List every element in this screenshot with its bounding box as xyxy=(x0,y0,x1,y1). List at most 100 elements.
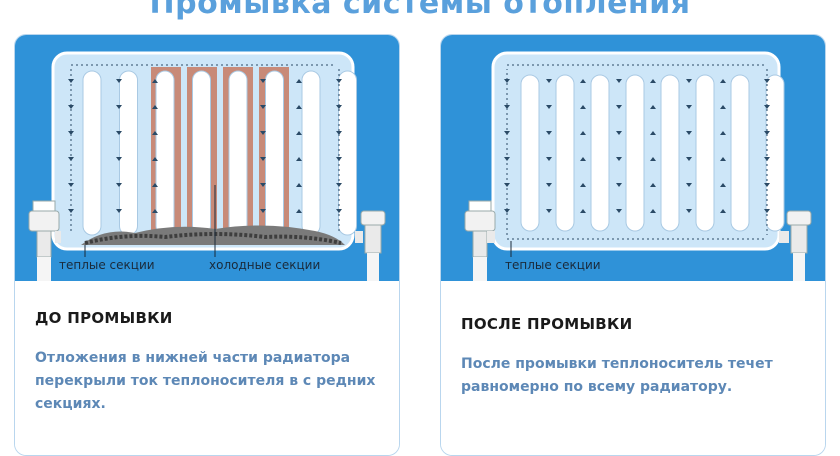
flow-arrow xyxy=(650,183,656,187)
flow-arrow xyxy=(580,131,586,135)
radiator-section xyxy=(301,70,321,236)
flow-arrow xyxy=(260,105,266,109)
flow-arrow xyxy=(152,131,158,135)
flow-arrow xyxy=(580,105,586,109)
flow-arrow xyxy=(686,157,692,161)
radiator-section xyxy=(520,74,540,232)
radiator-section xyxy=(338,70,357,236)
radiator-section xyxy=(660,74,680,232)
after-heading: ПОСЛЕ ПРОМЫВКИ xyxy=(461,315,633,333)
before-illustration: теплые секции холодные секции xyxy=(15,35,399,281)
flow-arrow xyxy=(296,183,302,187)
page-title: Промывка системы отопления xyxy=(149,0,691,21)
flow-arrow xyxy=(764,79,770,83)
flow-arrow xyxy=(336,105,342,109)
flow-arrow xyxy=(296,209,302,213)
cold-sections-label: холодные секции xyxy=(209,258,320,272)
flow-arrow xyxy=(580,183,586,187)
flow-arrow xyxy=(546,183,552,187)
flow-arrow xyxy=(116,157,122,161)
flow-arrow xyxy=(296,131,302,135)
radiator-section xyxy=(590,74,610,232)
flow-arrow xyxy=(720,183,726,187)
radiator-section xyxy=(155,70,175,236)
before-text-panel: ДО ПРОМЫВКИ Отложения в нижней части рад… xyxy=(15,281,399,455)
flow-arrow xyxy=(260,131,266,135)
flow-arrow xyxy=(546,131,552,135)
flow-arrow xyxy=(116,105,122,109)
flow-arrow xyxy=(650,105,656,109)
flow-arrow xyxy=(68,105,74,109)
flow-arrow xyxy=(68,79,74,83)
flow-arrow xyxy=(720,157,726,161)
flow-arrow xyxy=(260,183,266,187)
flow-arrow xyxy=(336,131,342,135)
warm-sections-label: теплые секции xyxy=(505,258,601,272)
flow-arrow xyxy=(616,131,622,135)
flow-arrow xyxy=(720,209,726,213)
flow-arrow xyxy=(616,209,622,213)
valve-left xyxy=(28,200,61,281)
flow-arrow xyxy=(546,79,552,83)
flow-arrow xyxy=(504,183,510,187)
flow-arrow xyxy=(296,157,302,161)
flow-arrow xyxy=(152,105,158,109)
flow-arrow xyxy=(116,131,122,135)
flow-arrow xyxy=(336,157,342,161)
flow-arrow xyxy=(260,209,266,213)
flow-arrow xyxy=(152,183,158,187)
radiator-section xyxy=(192,70,211,236)
after-description: После промывки теплоноситель течет равно… xyxy=(461,356,773,395)
radiator-section xyxy=(265,70,284,236)
flow-arrow xyxy=(764,209,770,213)
valve-left xyxy=(464,200,496,281)
flow-arrow xyxy=(686,183,692,187)
flow-arrow xyxy=(260,157,266,161)
after-radiator-diagram: теплые секции xyxy=(464,51,812,281)
flow-arrow xyxy=(616,183,622,187)
before-card: теплые секции холодные секции ДО ПРОМЫВК… xyxy=(14,34,400,456)
flow-arrow xyxy=(260,79,266,83)
flow-arrow xyxy=(336,209,342,213)
radiator-section xyxy=(730,74,750,232)
flow-arrow xyxy=(764,105,770,109)
radiator-section xyxy=(82,70,102,236)
after-text-panel: ПОСЛЕ ПРОМЫВКИ После промывки теплоносит… xyxy=(441,281,825,455)
flow-arrow xyxy=(764,157,770,161)
flow-arrow xyxy=(336,79,342,83)
flow-arrow xyxy=(504,209,510,213)
flow-arrow xyxy=(68,131,74,135)
before-heading: ДО ПРОМЫВКИ xyxy=(35,309,173,327)
flow-arrow xyxy=(504,157,510,161)
flow-arrow xyxy=(68,183,74,187)
flow-arrow xyxy=(546,105,552,109)
flow-arrow xyxy=(152,157,158,161)
flow-arrow xyxy=(68,157,74,161)
flow-arrow xyxy=(504,131,510,135)
flow-arrow xyxy=(546,209,552,213)
flow-arrow xyxy=(116,183,122,187)
flow-arrow xyxy=(650,79,656,83)
flow-arrow xyxy=(580,157,586,161)
flow-arrow xyxy=(546,157,552,161)
flow-arrow xyxy=(616,157,622,161)
flow-arrow xyxy=(580,79,586,83)
radiator-section xyxy=(119,70,138,236)
deposit-layer xyxy=(84,232,342,245)
flow-arrow xyxy=(686,209,692,213)
radiator-section xyxy=(228,70,248,236)
after-illustration: теплые секции xyxy=(441,35,825,281)
flow-arrow xyxy=(720,105,726,109)
flow-arrow xyxy=(720,79,726,83)
flow-arrow xyxy=(650,131,656,135)
flow-arrow xyxy=(504,105,510,109)
flow-arrow xyxy=(764,183,770,187)
flow-arrow xyxy=(336,183,342,187)
before-description: Отложения в нижней части радиатора перек… xyxy=(35,350,376,412)
flow-arrow xyxy=(116,79,122,83)
before-radiator-diagram: теплые секции холодные секции xyxy=(28,51,386,281)
flow-arrow xyxy=(296,105,302,109)
flow-arrow xyxy=(686,79,692,83)
flow-arrow xyxy=(650,157,656,161)
radiator-section xyxy=(695,74,715,232)
